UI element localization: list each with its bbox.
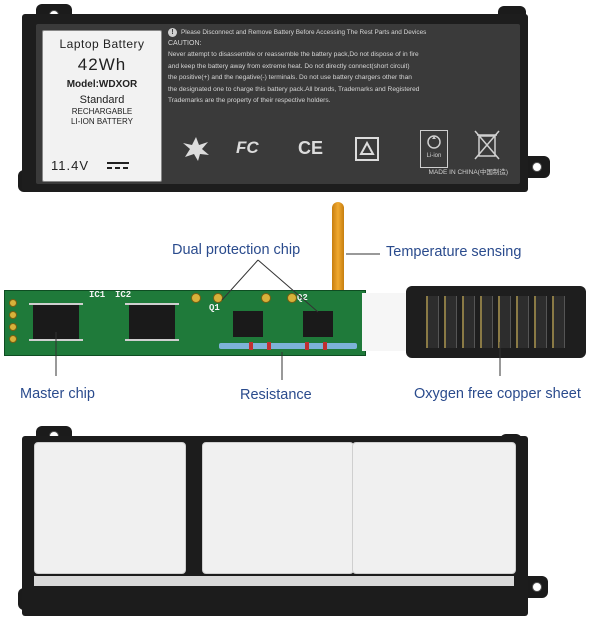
dual-protection-chip-label: Dual protection chip [172,242,301,258]
callout-lines [55,253,501,380]
resistor-band [305,342,309,350]
chip-legs [125,339,179,341]
exclamation-icon: ! [168,28,177,37]
spec-panel: Laptop Battery 42Wh Model:WDXOR Standard… [42,30,162,182]
pcb-detail-view: IC1 IC2 Q1 Q2 [0,200,600,380]
copper-pin [462,296,475,348]
fc-icon: FC [236,138,259,157]
chip-legs [125,303,179,305]
ce-icon: CE [298,138,324,158]
battery-cell-3 [352,442,516,574]
copper-pin [444,296,457,348]
warning-text: Never attempt to disassemble or reassemb… [168,49,512,107]
battery-casing [22,436,528,616]
battery-brand: Laptop Battery [59,37,145,51]
resistor-band [267,342,271,350]
solder-pad [9,299,17,307]
oxygen-free-copper-sheet-label: Oxygen free copper sheet [414,386,581,402]
battery-bottom-view [18,426,548,618]
explosion-warning-icon [183,137,209,161]
q1-label: Q1 [209,303,220,313]
resistor-band [249,342,253,350]
solder-pad [9,311,17,319]
battery-standard: Standard [79,94,125,106]
battery-cell-1 [34,442,186,574]
battery-cell-2 [202,442,354,574]
solder-pad [213,293,223,303]
made-in-label: MADE IN CHINA(中国制造) [428,169,508,176]
battery-connector [406,286,586,358]
dc-symbol-icon [107,162,129,169]
mount-hole [532,162,542,172]
warning-panel: ! Please Disconnect and Remove Battery B… [166,28,512,178]
resistor-band [323,342,327,350]
protection-circuit-board: IC1 IC2 Q1 Q2 [4,290,366,356]
warning-line: Trademarks are the property of their res… [168,97,331,104]
li-ion-recycle-icon: Li-ion [420,130,448,168]
warning-line: the designated one to charge this batter… [168,85,420,93]
chip-legs [29,303,83,305]
li-ion-label: Li-ion [426,153,442,159]
warning-line: the positive(+) and the negative(-) term… [168,74,412,81]
battery-casing: Laptop Battery 42Wh Model:WDXOR Standard… [22,14,528,192]
recycle-certification-icon [355,137,379,161]
copper-pin [516,296,529,348]
protection-chip-1 [233,311,263,337]
copper-pin [426,296,439,348]
battery-chemistry-line2: LI-ION BATTERY [71,117,133,126]
solder-pad [9,323,17,331]
copper-pin [480,296,493,348]
solder-pad [9,335,17,343]
warning-line: Never attempt to disassemble or reassemb… [168,51,419,58]
copper-pin [534,296,547,348]
copper-pin [552,296,565,348]
battery-model: Model:WDXOR [66,79,138,90]
cell-base-strip [34,576,514,586]
master-chip-label: Master chip [20,386,95,402]
secondary-chip [129,305,175,339]
ic1-label: IC1 [89,290,106,300]
crossed-bin-icon [474,130,500,160]
resistor-strip [219,343,357,349]
copper-pin [498,296,511,348]
battery-chemistry-line1: RECHARGABLE [71,107,133,116]
caution-label: CAUTION: [168,40,202,47]
mount-hole [532,582,542,592]
resistance-label: Resistance [240,387,312,403]
solder-pad [261,293,271,303]
solder-pad [191,293,201,303]
warning-header-text: Please Disconnect and Remove Battery Bef… [181,29,427,36]
temperature-sensing-label: Temperature sensing [386,244,522,260]
temperature-sensor-ribbon [332,202,344,298]
protection-chip-2 [303,311,333,337]
battery-label: Laptop Battery 42Wh Model:WDXOR Standard… [36,24,520,184]
certification-icons: FC CE Li-ion [172,130,512,168]
battery-capacity: 42Wh [77,55,127,74]
ic2-label: IC2 [115,290,132,300]
battery-voltage: 11.4V [51,158,90,173]
solder-pad [287,293,297,303]
battery-top-view: Laptop Battery 42Wh Model:WDXOR Standard… [18,4,550,194]
warning-header: ! Please Disconnect and Remove Battery B… [166,28,512,37]
warning-line: and keep the battery away from extreme h… [168,62,410,70]
